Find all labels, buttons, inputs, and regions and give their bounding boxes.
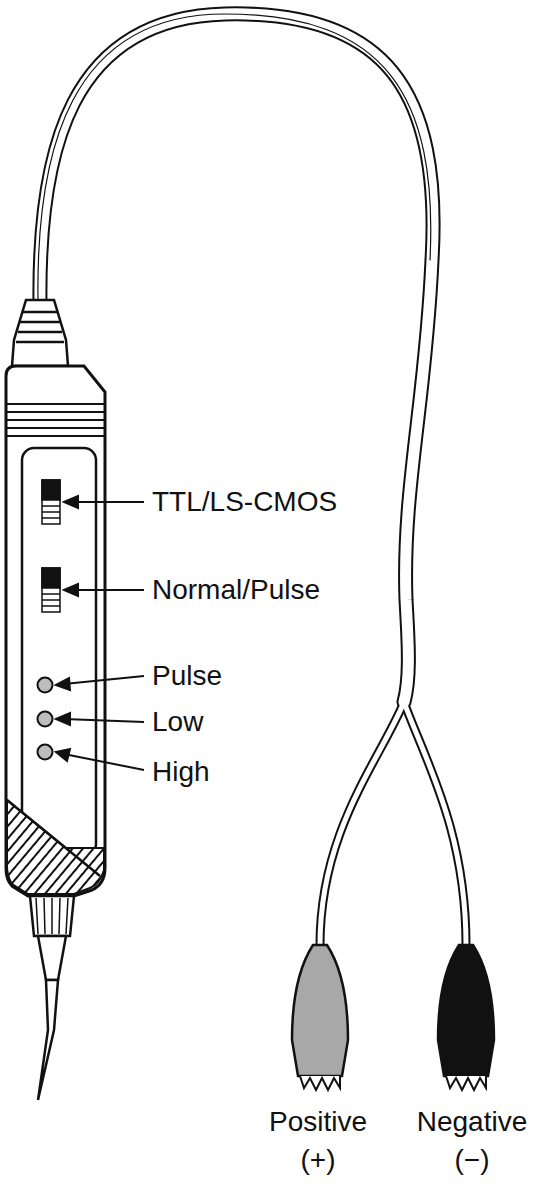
alligator-clip [292, 945, 494, 1090]
leader-arrow [56, 496, 144, 770]
led-label: High [152, 756, 210, 788]
polarity-label: (+) [301, 1144, 336, 1176]
indicator-led [38, 678, 53, 760]
switch-label: Normal/Pulse [152, 574, 320, 606]
clip-label: Positive [269, 1106, 367, 1138]
probe-tip [30, 896, 74, 1100]
led-label: Low [152, 706, 203, 738]
led-label: Pulse [152, 660, 222, 692]
slide-switch [42, 480, 60, 612]
clip-label: Negative [417, 1106, 528, 1138]
switch-label: TTL/LS-CMOS [152, 486, 337, 518]
polarity-label: (−) [455, 1144, 490, 1176]
probe-body [6, 366, 105, 896]
strain-relief [12, 300, 68, 366]
